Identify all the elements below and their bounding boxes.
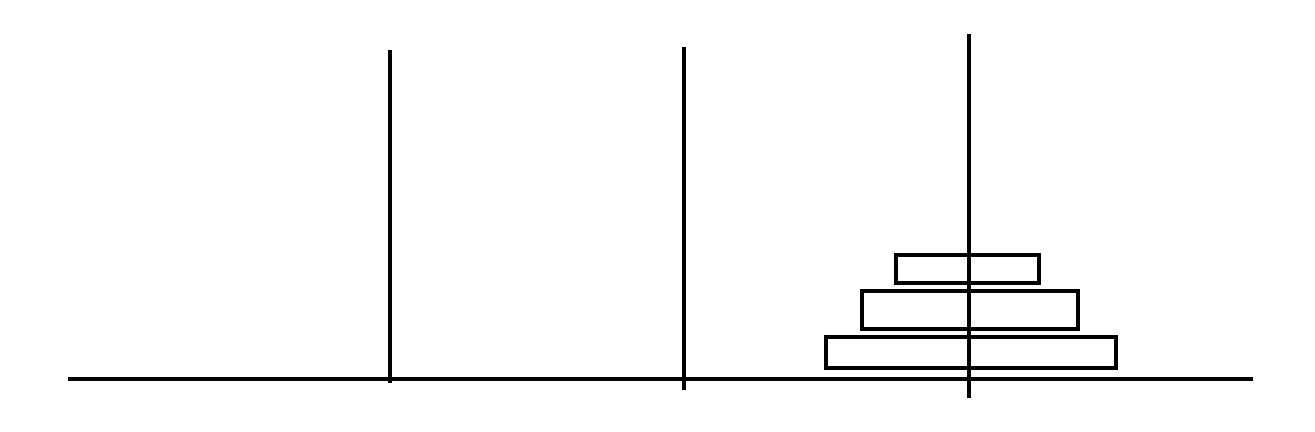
disk-large[interactable]	[824, 335, 1118, 370]
disk-medium[interactable]	[860, 289, 1080, 331]
disk-small[interactable]	[894, 253, 1041, 285]
